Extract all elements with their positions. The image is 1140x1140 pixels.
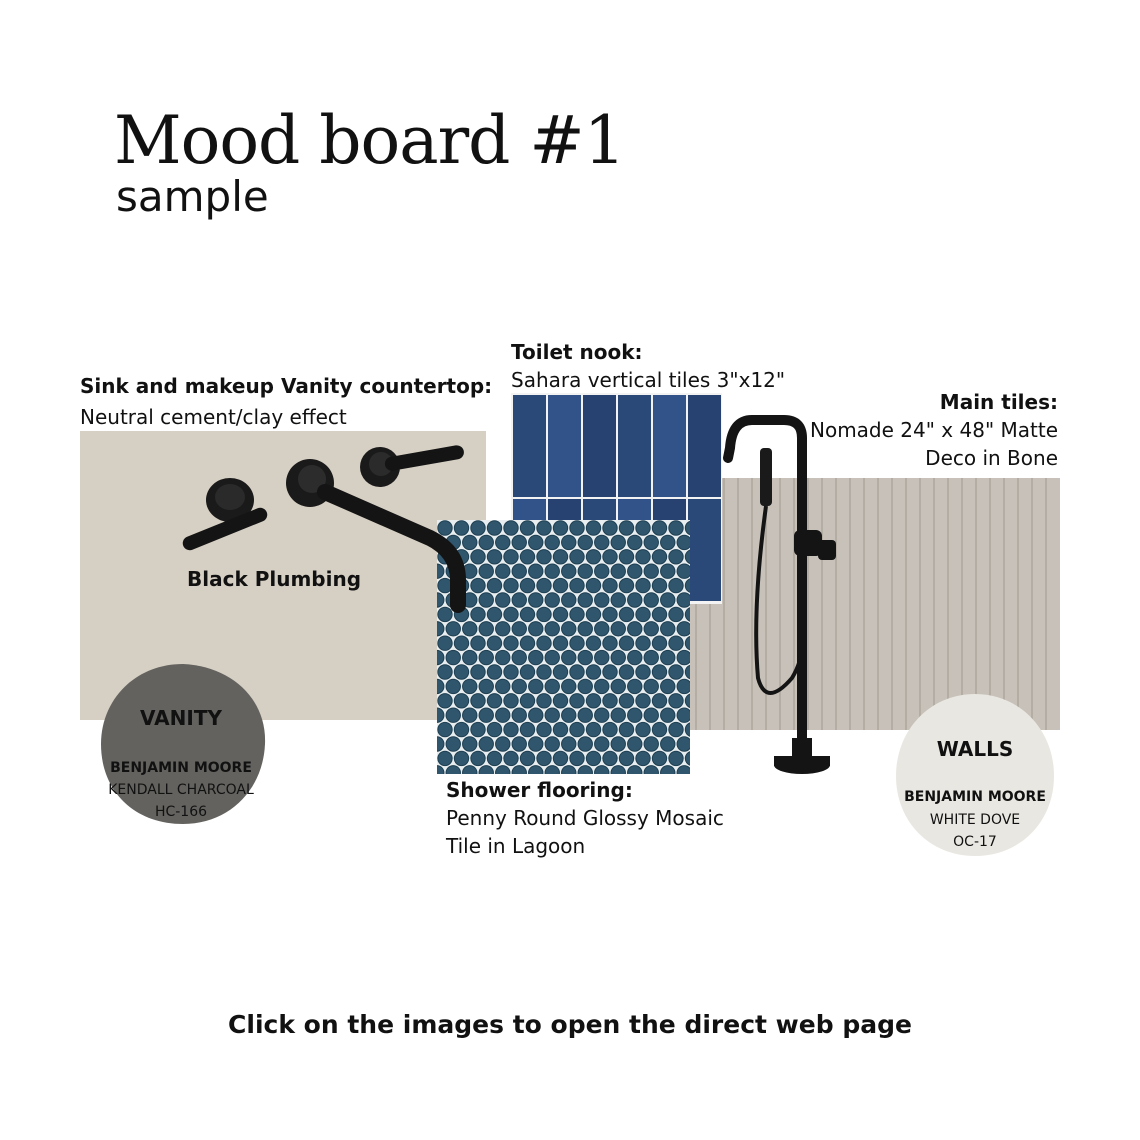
plumbing-label: Black Plumbing [187,567,362,591]
page-subtitle: sample [116,172,269,221]
page-title: Mood board #1 [114,102,626,179]
freestanding-tub-filler-icon[interactable] [722,408,862,780]
shower-flooring-heading: Shower flooring: [446,778,633,802]
vanity-paint-swatch[interactable] [95,660,271,828]
shower-flooring-line2: Tile in Lagoon [446,834,586,858]
shower-flooring-image[interactable] [437,520,690,774]
wall-faucet-icon[interactable] [175,440,475,620]
vanity-paint-brand: BENJAMIN MOORE [110,760,252,776]
walls-paint-brand: BENJAMIN MOORE [904,789,1046,805]
vanity-countertop-desc: Neutral cement/clay effect [80,405,347,429]
main-tiles-line1: Nomade 24" x 48" Matte [810,418,1058,442]
vanity-countertop-heading: Sink and makeup Vanity countertop: [80,374,493,398]
shower-flooring-line1: Penny Round Glossy Mosaic [446,806,724,830]
vanity-paint-label: VANITY [140,706,222,730]
walls-paint-color-name: WHITE DOVE [929,812,1021,828]
vanity-paint-color-name: KENDALL CHARCOAL [108,782,254,798]
walls-paint-code: OC-17 [953,834,997,850]
vanity-paint-code: HC-166 [154,804,208,820]
walls-paint-label: WALLS [936,737,1014,761]
walls-paint-swatch[interactable] [892,690,1058,860]
footer-instruction: Click on the images to open the direct w… [228,1010,912,1039]
main-tiles-line2: Deco in Bone [925,446,1058,470]
toilet-nook-heading: Toilet nook: [511,340,643,364]
toilet-nook-desc: Sahara vertical tiles 3"x12" [511,368,786,392]
main-tiles-heading: Main tiles: [939,390,1058,414]
